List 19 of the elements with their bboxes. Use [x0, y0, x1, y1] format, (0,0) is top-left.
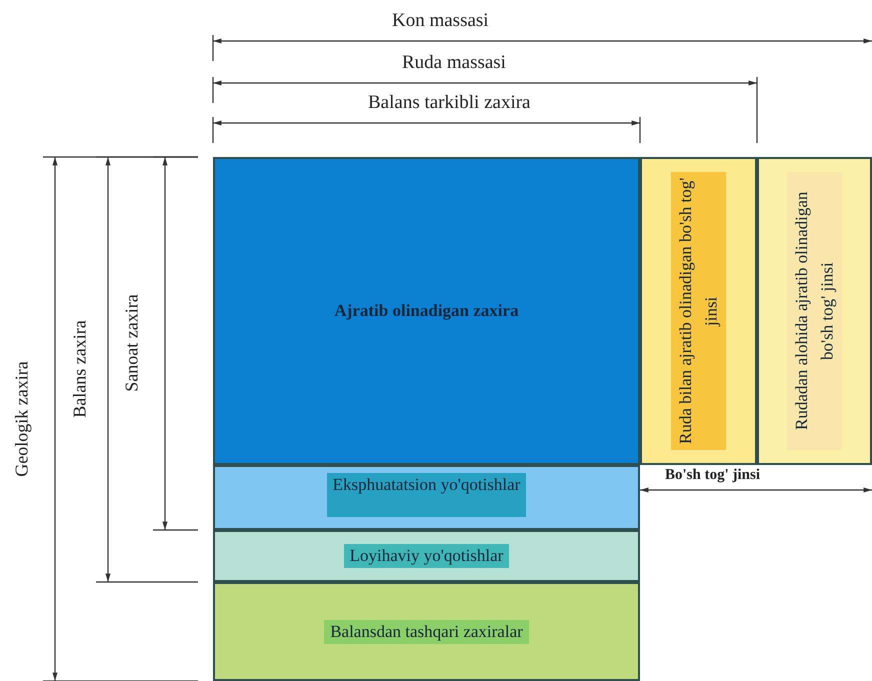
- block-label: Loyihaviy yo'qotishlar: [344, 544, 510, 568]
- reserve-block: [213, 530, 640, 582]
- block-label: Eksphuatatsion yo'qotishlar: [326, 473, 526, 517]
- waste-rock-block: [640, 157, 757, 465]
- reserve-block: [213, 157, 640, 465]
- reserve-block: [213, 465, 640, 530]
- block-label: Rudadan alohida ajratib olinadigan bo'sh tog' jinsi: [787, 172, 842, 450]
- dimension-label: Balans zaxira: [68, 320, 90, 418]
- dimension-label: Geologik zaxira: [10, 361, 32, 477]
- block-label: Ruda bilan ajratib olinadigan bo'sh tog' jinsi: [671, 172, 726, 450]
- waste-rock-block: [757, 157, 872, 465]
- block-label: Ajratib olinadigan zaxira: [333, 300, 520, 322]
- dimension-label: Bo'sh tog' jinsi: [665, 467, 760, 484]
- block-label: Balansdan tashqari zaxiralar: [324, 620, 529, 644]
- dimension-label: Ruda massasi: [402, 52, 506, 74]
- dimension-label: Sanoat zaxira: [120, 294, 142, 392]
- reserve-block: [213, 582, 640, 681]
- dimension-label: Balans tarkibli zaxira: [368, 92, 530, 114]
- dimension-label: Kon massasi: [392, 10, 489, 32]
